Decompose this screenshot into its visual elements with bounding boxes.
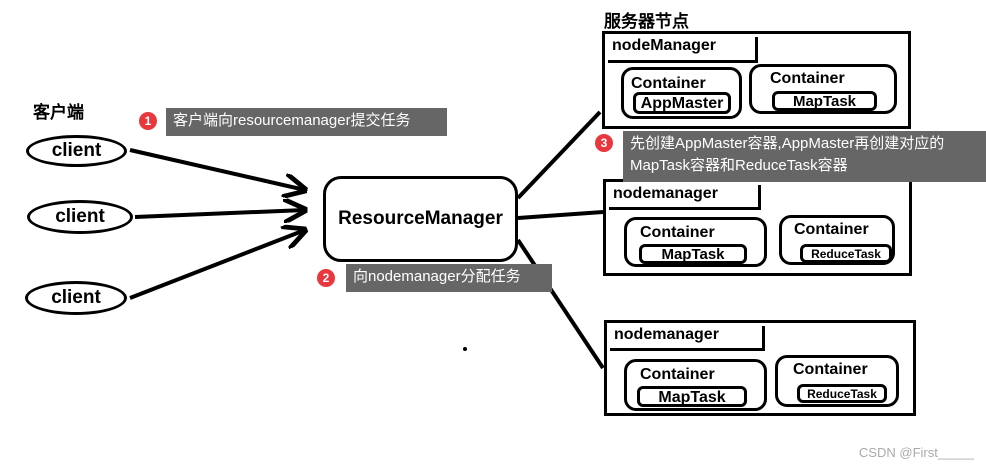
step-1-badge: 1 bbox=[139, 112, 157, 130]
task-maptask: MapTask bbox=[637, 386, 747, 407]
node-manager-1: nodeManager Container AppMaster Containe… bbox=[602, 31, 911, 129]
task-maptask: MapTask bbox=[639, 244, 747, 264]
node3-container-1: Container MapTask bbox=[624, 359, 767, 411]
client-node-1: client bbox=[26, 135, 127, 167]
container-title: Container bbox=[640, 224, 715, 241]
container-title: Container bbox=[793, 361, 868, 378]
client-node-3: client bbox=[25, 281, 127, 315]
task-reducetask: ReduceTask bbox=[797, 384, 887, 403]
arrow-client1-to-rm bbox=[129, 148, 305, 190]
line-rm-to-node1 bbox=[516, 110, 602, 200]
node-manager-2: nodemanager Container MapTask Container … bbox=[603, 179, 912, 276]
arrow-client2-to-rm bbox=[134, 210, 305, 217]
watermark: CSDN @First_____ bbox=[858, 445, 974, 460]
step-2-badge: 2 bbox=[317, 269, 335, 287]
container-title: Container bbox=[631, 75, 706, 92]
node1-container-1: Container AppMaster bbox=[621, 67, 742, 119]
container-title: Container bbox=[640, 366, 715, 383]
node-manager-3: nodemanager Container MapTask Container … bbox=[604, 320, 916, 416]
step-3-badge: 3 bbox=[595, 134, 613, 152]
node2-container-2: Container ReduceTask bbox=[779, 215, 895, 265]
task-maptask: MapTask bbox=[772, 91, 877, 111]
line-rm-to-node3 bbox=[516, 238, 605, 370]
node1-container-2: Container MapTask bbox=[749, 64, 897, 114]
task-reducetask: ReduceTask bbox=[800, 244, 892, 263]
node3-container-2: Container ReduceTask bbox=[775, 355, 899, 407]
step-1-tooltip: 客户端向resourcemanager提交任务 bbox=[166, 108, 447, 136]
step-2-tooltip: 向nodemanager分配任务 bbox=[346, 264, 552, 292]
node2-container-1: Container MapTask bbox=[624, 217, 767, 267]
task-appmaster: AppMaster bbox=[633, 92, 731, 114]
node-manager-2-title: nodemanager bbox=[609, 185, 761, 210]
node-manager-1-title: nodeManager bbox=[608, 37, 758, 63]
arrow-client3-to-rm bbox=[129, 230, 305, 300]
client-node-2: client bbox=[27, 200, 133, 234]
node-manager-3-title: nodemanager bbox=[610, 326, 765, 351]
container-title: Container bbox=[794, 221, 869, 238]
server-section-label: 服务器节点 bbox=[604, 12, 689, 31]
stray-dot bbox=[463, 347, 467, 351]
resource-manager-node: ResourceManager bbox=[323, 176, 518, 262]
line-rm-to-node2 bbox=[517, 210, 604, 220]
client-section-label: 客户端 bbox=[33, 103, 84, 122]
container-title: Container bbox=[770, 70, 845, 87]
step-3-tooltip: 先创建AppMaster容器,AppMaster再创建对应的MapTask容器和… bbox=[623, 131, 986, 182]
